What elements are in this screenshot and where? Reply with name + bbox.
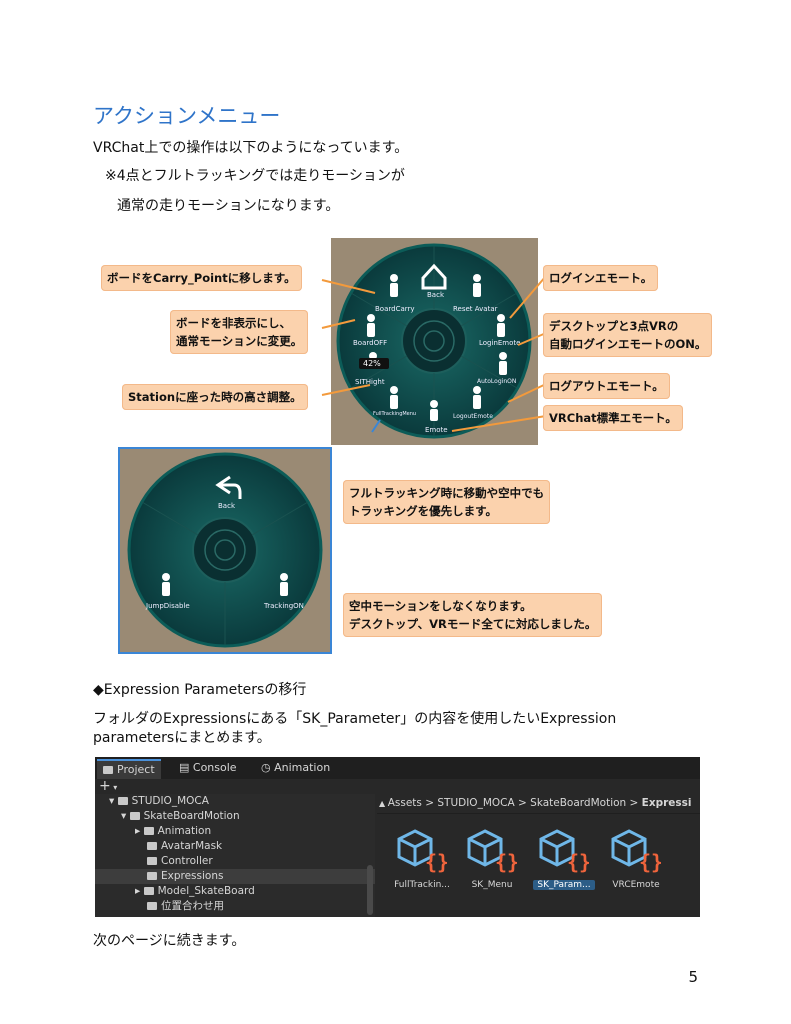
- avatar-figure-icons-2: [162, 573, 288, 596]
- callout-autologin-line1: デスクトップと3点VRの: [549, 319, 679, 333]
- wheel-item-sithight[interactable]: SITHight: [355, 378, 385, 386]
- tree-scrollbar[interactable]: [367, 865, 373, 915]
- callout-trackingon-line1: フルトラッキング時に移動や空中でも: [349, 486, 545, 500]
- page-number: 5: [688, 968, 698, 986]
- home-icon: [421, 263, 447, 290]
- breadcrumb-expressions[interactable]: Expressi: [641, 797, 692, 809]
- svg-text:{}: {}: [639, 850, 661, 873]
- wheel-item-boardoff[interactable]: BoardOFF: [353, 339, 388, 347]
- tab-bar: [95, 757, 700, 779]
- clock-icon: ◷: [261, 761, 275, 774]
- scriptable-object-icon: {}: [397, 829, 449, 874]
- intro-line-1: VRChat上での操作は以下のようになっています。: [93, 140, 409, 156]
- asset-vrcemote[interactable]: {} VRCEmote: [601, 827, 671, 890]
- scriptable-object-icon: {}: [467, 829, 519, 874]
- callout-jumpdisable-line2: デスクトップ、VRモード全てに対応しました。: [349, 617, 597, 631]
- breadcrumb: ▲ Assets > STUDIO_MOCA > SkateBoardMotio…: [379, 797, 692, 809]
- divider: [377, 813, 700, 814]
- folder-icon: [143, 827, 154, 835]
- wheel-item-autologinon[interactable]: AutoLoginON: [477, 378, 517, 385]
- callout-loginemote: ログインエモート。: [543, 265, 659, 291]
- wheel-item-emote[interactable]: Emote: [425, 426, 448, 434]
- section-title: ◆Expression Parametersの移行: [93, 682, 307, 698]
- callout-boardoff-line2: 通常モーションに変更。: [176, 334, 303, 348]
- svg-text:{}: {}: [425, 850, 447, 873]
- callout-boardcarry: ボードをCarry_Pointに移します。: [101, 265, 302, 291]
- folder-icon: [147, 902, 157, 910]
- submenu-trackingon[interactable]: TrackingON: [264, 602, 304, 610]
- asset-sk-parameter[interactable]: {} SK_Param...: [529, 827, 599, 890]
- wheel-item-reset-avatar[interactable]: Reset Avatar: [453, 305, 498, 313]
- tree-item-alignment[interactable]: 位置合わせ用: [147, 899, 224, 914]
- callout-trackingon: フルトラッキング時に移動や空中でも トラッキングを優先します。: [343, 480, 551, 524]
- breadcrumb-skateboardmotion[interactable]: SkateBoardMotion: [530, 797, 627, 809]
- wheel-item-boardcarry[interactable]: BoardCarry: [375, 305, 415, 313]
- tree-item-controller[interactable]: Controller: [147, 854, 213, 869]
- folder-icon: [117, 797, 128, 805]
- project-tree: ▾ STUDIO_MOCA ▾ SkateBoardMotion ▸ Anima…: [95, 794, 375, 917]
- page-heading: アクションメニュー: [93, 104, 281, 128]
- console-icon: ▤: [179, 761, 193, 774]
- tab-project[interactable]: Project: [97, 759, 161, 779]
- callout-boardoff-line1: ボードを非表示にし、: [176, 316, 291, 330]
- section-line-2: parametersにまとめます。: [93, 730, 271, 746]
- add-button[interactable]: + ▾: [99, 778, 118, 794]
- tree-item-expressions[interactable]: Expressions: [95, 869, 375, 884]
- folder-icon: [143, 887, 154, 895]
- scriptable-object-icon: {}: [611, 829, 663, 874]
- tree-item-studio-moca[interactable]: ▾ STUDIO_MOCA: [109, 795, 209, 807]
- fulltracking-menu-wheel: [127, 452, 323, 648]
- folder-icon: [147, 872, 157, 880]
- tree-item-animation[interactable]: ▸ Animation: [135, 825, 212, 837]
- folder-icon: [147, 857, 157, 865]
- wheel-percent: 42%: [363, 359, 381, 368]
- action-menu-wheel: [336, 243, 532, 439]
- avatar-figure-icons: [367, 274, 507, 421]
- unity-project-window: Project ▤ Console ◷ Animation + ▾ ▾ STUD…: [95, 757, 700, 917]
- wheel-item-fulltracking[interactable]: FullTrackingMenu: [373, 411, 417, 417]
- tab-console[interactable]: ▤ Console: [179, 761, 237, 774]
- intro-line-3: 通常の走りモーションになります。: [117, 198, 340, 214]
- folder-icon: [129, 812, 140, 820]
- callout-trackingon-line2: トラッキングを優先します。: [349, 504, 498, 518]
- folder-icon: [103, 766, 113, 774]
- callout-logoutemote: ログアウトエモート。: [543, 373, 670, 399]
- tree-item-skateboardmotion[interactable]: ▾ SkateBoardMotion: [121, 810, 240, 822]
- submenu-back-label[interactable]: Back: [218, 502, 235, 510]
- tab-animation[interactable]: ◷ Animation: [261, 761, 331, 774]
- breadcrumb-assets[interactable]: Assets: [387, 797, 422, 809]
- callout-sithight: Stationに座った時の高さ調整。: [122, 384, 308, 410]
- wheel-back-label[interactable]: Back: [427, 291, 444, 299]
- callout-boardoff: ボードを非表示にし、 通常モーションに変更。: [170, 310, 309, 354]
- callout-vrchat-emote: VRChat標準エモート。: [543, 405, 683, 431]
- fulltracking-menu-panel: Back JumpDisable TrackingON: [118, 447, 332, 654]
- svg-text:{}: {}: [567, 850, 589, 873]
- footer-note: 次のページに続きます。: [93, 933, 246, 949]
- back-arrow-icon: [215, 475, 242, 499]
- section-line-1: フォルダのExpressionsにある「SK_Parameter」の内容を使用し…: [93, 711, 617, 727]
- folder-icon: [147, 842, 157, 850]
- intro-line-2: ※4点とフルトラッキングでは走りモーションが: [105, 168, 405, 184]
- svg-text:{}: {}: [495, 850, 517, 873]
- wheel-item-logoutemote[interactable]: LogoutEmote: [453, 413, 493, 420]
- breadcrumb-studio-moca[interactable]: STUDIO_MOCA: [437, 797, 515, 809]
- callout-connectors-1: [321, 275, 547, 433]
- asset-sk-menu[interactable]: {} SK_Menu: [457, 827, 527, 890]
- wheel-item-loginemote[interactable]: LoginEmote: [479, 339, 521, 347]
- scriptable-object-icon: {}: [539, 829, 591, 874]
- callout-jumpdisable-line1: 空中モーションをしなくなります。: [349, 599, 532, 613]
- asset-fulltracking[interactable]: {} FullTrackin...: [387, 827, 457, 890]
- tree-item-model-skateboard[interactable]: ▸ Model_SkateBoard: [135, 885, 255, 897]
- action-menu-panel: Back BoardCarry Reset Avatar BoardOFF Lo…: [331, 238, 538, 445]
- callout-autologin-line2: 自動ログインエモートのON。: [549, 337, 707, 351]
- tree-item-avatarmask[interactable]: AvatarMask: [147, 839, 222, 854]
- submenu-jumpdisable[interactable]: JumpDisable: [146, 602, 190, 610]
- callout-autologin: デスクトップと3点VRの 自動ログインエモートのON。: [543, 313, 713, 357]
- callout-jumpdisable: 空中モーションをしなくなります。 デスクトップ、VRモード全てに対応しました。: [343, 593, 603, 637]
